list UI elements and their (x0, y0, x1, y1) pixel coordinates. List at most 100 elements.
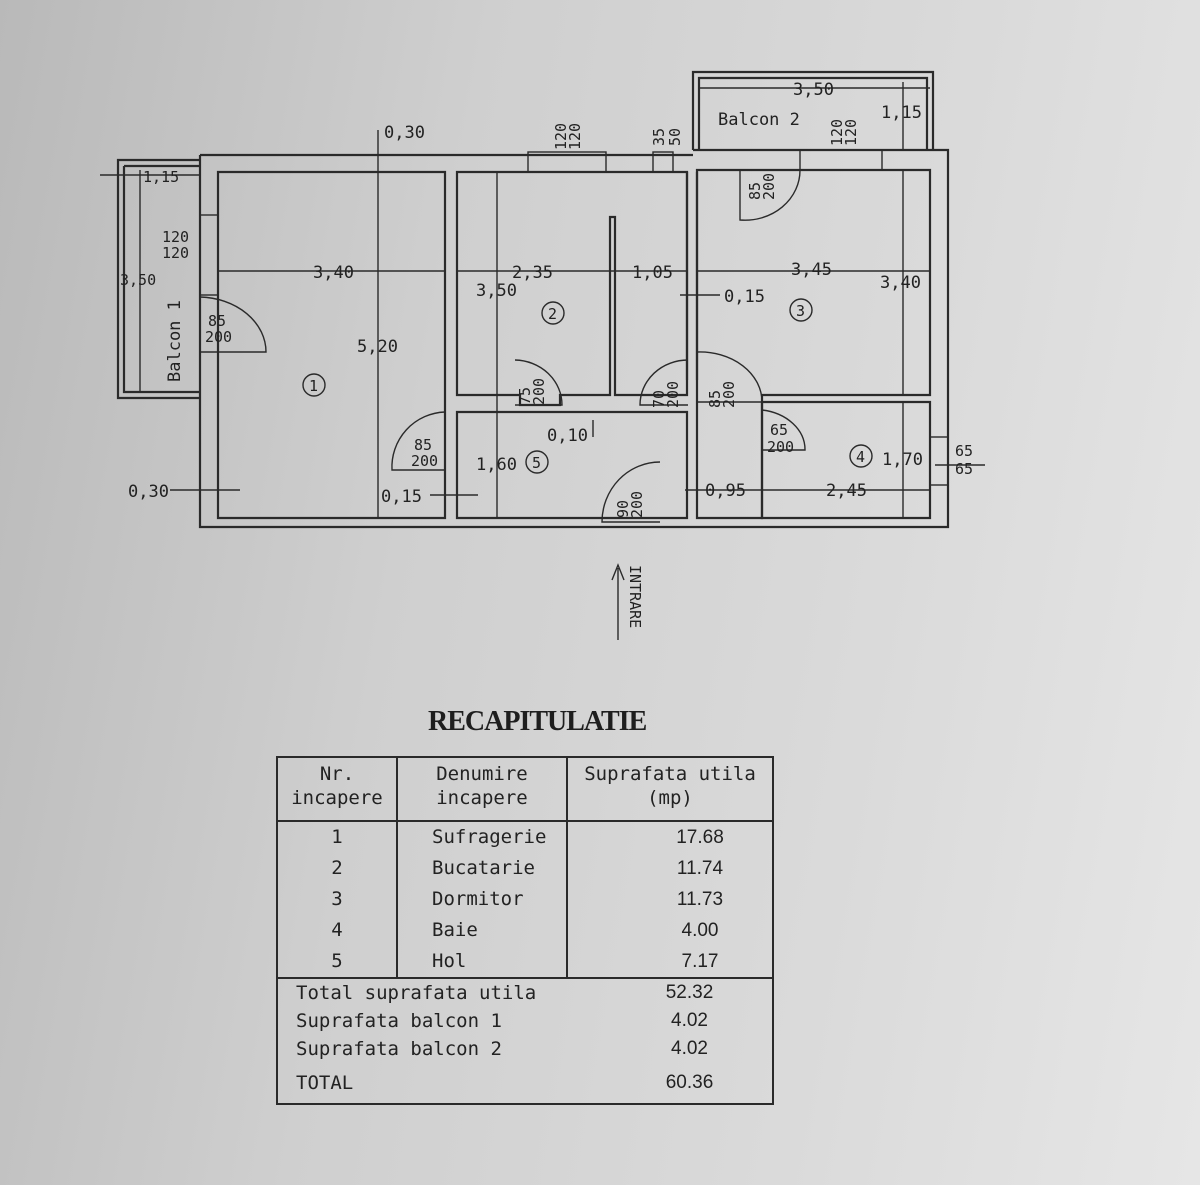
balcony-1 (116, 158, 200, 400)
room-area: 7.17 (566, 946, 774, 978)
doors (199, 169, 806, 523)
dimension-lines (100, 82, 985, 640)
door-label: 200 (664, 381, 682, 408)
dim-label: 3,50 (793, 80, 834, 100)
door-label: 85 (414, 436, 432, 454)
dim-label: 1,05 (632, 263, 673, 283)
window-label: 50 (666, 128, 684, 146)
dim-label: 2,45 (826, 481, 867, 501)
room-name: Hol (396, 946, 568, 978)
total-value: 4.02 (671, 1038, 708, 1059)
windows (199, 149, 949, 486)
total-row: Suprafata balcon 2 4.02 (277, 1035, 773, 1063)
summary-title: RECAPITULATIE (428, 706, 647, 737)
room-nr: 2 (276, 853, 398, 884)
door-label: 85 (706, 390, 724, 408)
total-value: 52.32 (567, 977, 773, 1007)
dim-label: 3,50 (476, 281, 517, 301)
room-area: 4.00 (566, 915, 774, 946)
window-label: 120 (566, 123, 584, 150)
room-numbers: 1 2 3 4 5 (302, 298, 873, 474)
dim-label: 3,40 (313, 263, 354, 283)
door-label: 85 (746, 182, 764, 200)
dim-label: 1,15 (143, 168, 179, 186)
window-label: 35 (650, 128, 668, 146)
room-number: 1 (309, 377, 318, 395)
dim-label: 3,45 (791, 260, 832, 280)
dim-label: 0,30 (128, 482, 169, 502)
window-label: 120 (828, 119, 846, 146)
door-label: 200 (411, 452, 438, 470)
balcony-2 (691, 70, 935, 150)
room-nr: 4 (276, 915, 398, 946)
total-value: 4.02 (671, 1010, 708, 1031)
door-label: 200 (530, 378, 548, 405)
entrance-label: INTRARE (626, 565, 644, 628)
dim-label: 3,50 (120, 271, 156, 289)
header-nr: Nr.incapere (276, 756, 398, 822)
dim-label: 1,15 (881, 103, 922, 123)
window-label: 65 (955, 460, 973, 478)
door-label: 200 (760, 173, 778, 200)
dim-label: 0,30 (384, 123, 425, 143)
window-label: 120 (162, 228, 189, 246)
room-area: 11.74 (566, 853, 774, 884)
dim-label: 3,40 (880, 273, 921, 293)
total-row: TOTAL 60.36 (277, 1063, 773, 1104)
room-name: Sufragerie (396, 821, 568, 853)
door-label: 65 (770, 421, 788, 439)
room-area: 11.73 (566, 884, 774, 915)
room-number: 2 (548, 305, 557, 323)
balcony-2-label: Balcon 2 (718, 110, 800, 130)
room-number: 5 (532, 454, 541, 472)
room-name: Baie (396, 915, 568, 946)
room-name: Bucatarie (396, 853, 568, 884)
header-text: incapere (291, 787, 383, 809)
window-label: 120 (842, 119, 860, 146)
door-label: 200 (720, 381, 738, 408)
door-label: 90 (614, 500, 632, 518)
total-label: TOTAL (296, 1072, 354, 1094)
header-text: Suprafata utila (584, 763, 756, 785)
room-area: 17.68 (566, 821, 774, 853)
door-label: 200 (767, 438, 794, 456)
header-area: Suprafata utila(mp) (566, 756, 774, 822)
walls (198, 148, 950, 529)
room-nr: 1 (276, 821, 398, 853)
door-label: 200 (628, 491, 646, 518)
total-row: Suprafata balcon 1 4.02 (277, 1007, 773, 1035)
room-number: 3 (796, 302, 805, 320)
dim-label: 5,20 (357, 337, 398, 357)
door-label: 85 (208, 312, 226, 330)
header-text: (mp) (647, 787, 693, 809)
total-label: Suprafata balcon 2 (296, 1038, 502, 1060)
room-name: Dormitor (396, 884, 568, 915)
header-text: incapere (436, 787, 528, 809)
room-number: 4 (856, 448, 865, 466)
dim-label: 0,15 (724, 287, 765, 307)
dimension-labels: 0,30 1,15 3,50 3,40 5,20 2,35 3,50 1,05 … (120, 80, 923, 507)
door-label: 70 (650, 390, 668, 408)
dim-label: 0,15 (381, 487, 422, 507)
window-label: 120 (552, 123, 570, 150)
door-label: 75 (516, 387, 534, 405)
dim-label: 0,95 (705, 481, 746, 501)
total-value: 60.36 (665, 1072, 714, 1093)
dim-label: 0,10 (547, 426, 588, 446)
dim-label: 2,35 (512, 263, 553, 283)
room-nr: 5 (276, 946, 398, 978)
total-label: Suprafata balcon 1 (296, 1010, 502, 1032)
window-label: 65 (955, 442, 973, 460)
door-label: 200 (205, 328, 232, 346)
room-nr: 3 (276, 884, 398, 915)
